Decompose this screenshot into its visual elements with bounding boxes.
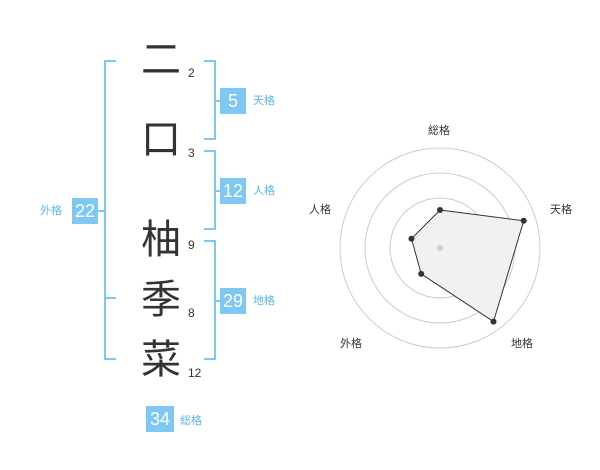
tenkaku-label: 天格 (253, 94, 275, 107)
radar-polygon (410, 209, 525, 323)
soukaku-badge: 34 (146, 406, 174, 432)
radar-point-2 (490, 318, 497, 325)
radar-center-dot (437, 245, 443, 251)
name-char-5: 菜 (141, 337, 181, 383)
radar-axis-label-gaikaku: 外格 (340, 337, 362, 350)
soukaku-label: 総格 (180, 414, 202, 427)
radar-point-4 (408, 235, 415, 242)
name-char-3: 柚 (141, 217, 181, 263)
chikaku-connector (214, 300, 220, 302)
name-char-1: 二 (141, 37, 181, 83)
stroke-count-2: 3 (188, 146, 195, 160)
radar-axis-label-jinkaku: 人格 (309, 203, 331, 216)
radar-ring-4 (339, 147, 541, 349)
radar-point-1 (520, 217, 527, 224)
stroke-count-5: 12 (188, 366, 202, 380)
gaikaku-bracket (104, 60, 116, 360)
jinkaku-badge: 12 (220, 178, 246, 204)
jinkaku-label: 人格 (253, 184, 275, 197)
radar-point-0 (437, 207, 443, 213)
jinkaku-connector (214, 190, 220, 192)
gaikaku-badge: 22 (72, 198, 98, 224)
radar-axis-label-tenkaku: 天格 (550, 203, 572, 216)
stroke-count-1: 2 (188, 66, 195, 80)
tenkaku-badge: 5 (220, 88, 246, 114)
radar-axis-label-soukaku: 総格 (428, 124, 450, 137)
tenkaku-connector (214, 100, 220, 102)
stroke-count-4: 8 (188, 306, 195, 320)
gaikaku-bracket-mid (104, 297, 116, 299)
name-char-2: 口 (141, 117, 181, 163)
name-char-4: 季 (141, 277, 181, 323)
gaikaku-label: 外格 (40, 204, 62, 217)
chikaku-label: 地格 (253, 294, 275, 307)
gaikaku-connector (98, 210, 104, 212)
stroke-count-3: 9 (188, 238, 195, 252)
radar-axis-label-chikaku: 地格 (511, 337, 533, 350)
chikaku-badge: 29 (220, 288, 246, 314)
radar-point-3 (418, 270, 425, 277)
